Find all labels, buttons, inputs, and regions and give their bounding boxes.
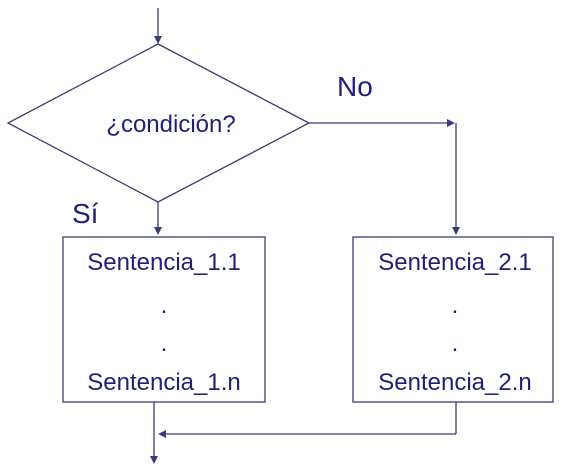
statement-no-first: Sentencia_2.1 [378,249,531,276]
no-label: No [337,71,373,102]
yes-label: Sí [72,198,99,229]
statements-box-yes [62,236,266,403]
statements-box-no [352,236,554,403]
statement-yes-ellipsis-1: . [161,292,168,319]
statement-yes-first: Sentencia_1.1 [87,249,240,276]
statement-no-ellipsis-1: . [452,292,459,319]
statement-yes-last: Sentencia_1.n [87,369,240,396]
statement-no-ellipsis-2: . [452,330,459,357]
condition-text: ¿condición? [106,111,235,138]
statement-no-last: Sentencia_2.n [378,369,531,396]
statement-yes-ellipsis-2: . [161,330,168,357]
